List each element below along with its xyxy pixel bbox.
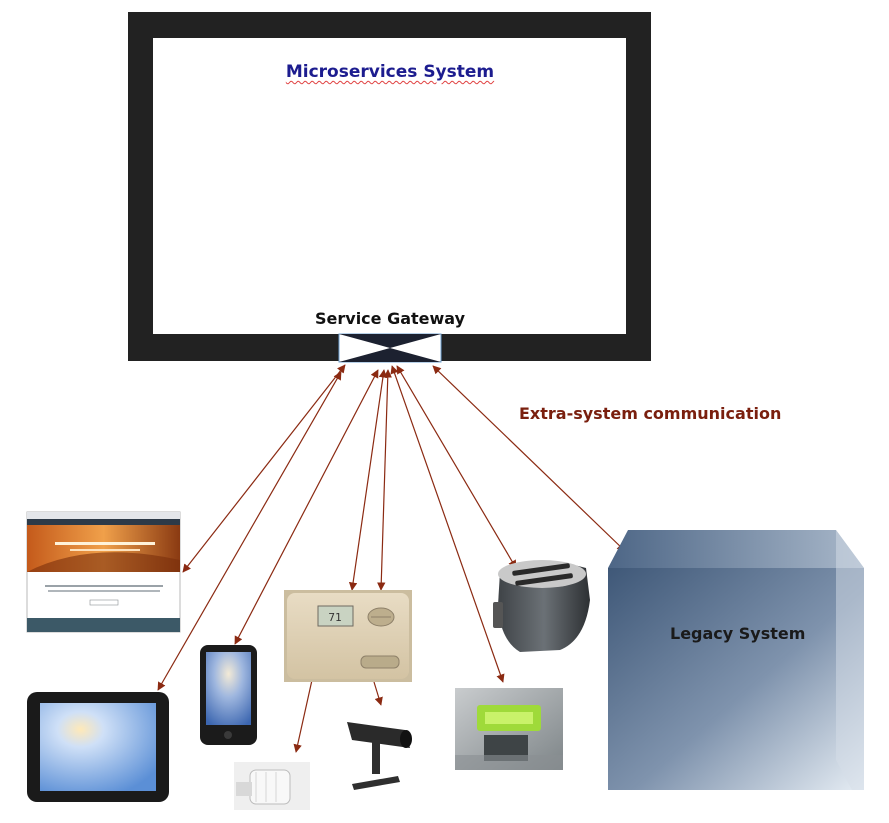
gateway-label: Service Gateway [315, 309, 466, 328]
tablet-image [27, 692, 169, 802]
external-communication-label: Extra-system communication [519, 404, 782, 423]
smartphone-image [200, 645, 257, 745]
arrow-website [182, 364, 346, 573]
legacy-system-cube [608, 530, 864, 790]
microservices-system-box [128, 12, 651, 361]
connection-arrows [157, 364, 626, 753]
toaster-image [493, 560, 590, 652]
service-gateway [338, 333, 442, 363]
arrow-thermostat-2 [377, 369, 392, 591]
website-screenshot-image [26, 511, 181, 633]
security-camera-image [347, 722, 412, 790]
legacy-system-label: Legacy System [670, 624, 806, 643]
arrow-legacy [432, 365, 626, 552]
radiator-valve-image [234, 762, 310, 810]
arrow-toaster [396, 365, 517, 569]
thermostat-image: 71 [284, 590, 412, 682]
arrow-thermostat-1 [348, 369, 388, 591]
arrow-camera [373, 681, 383, 706]
refrigerator-panel-image [455, 688, 563, 770]
arrow-radiator-valve [293, 679, 313, 753]
system-title: Microservices System [285, 62, 495, 82]
svg-text:71: 71 [328, 611, 341, 624]
